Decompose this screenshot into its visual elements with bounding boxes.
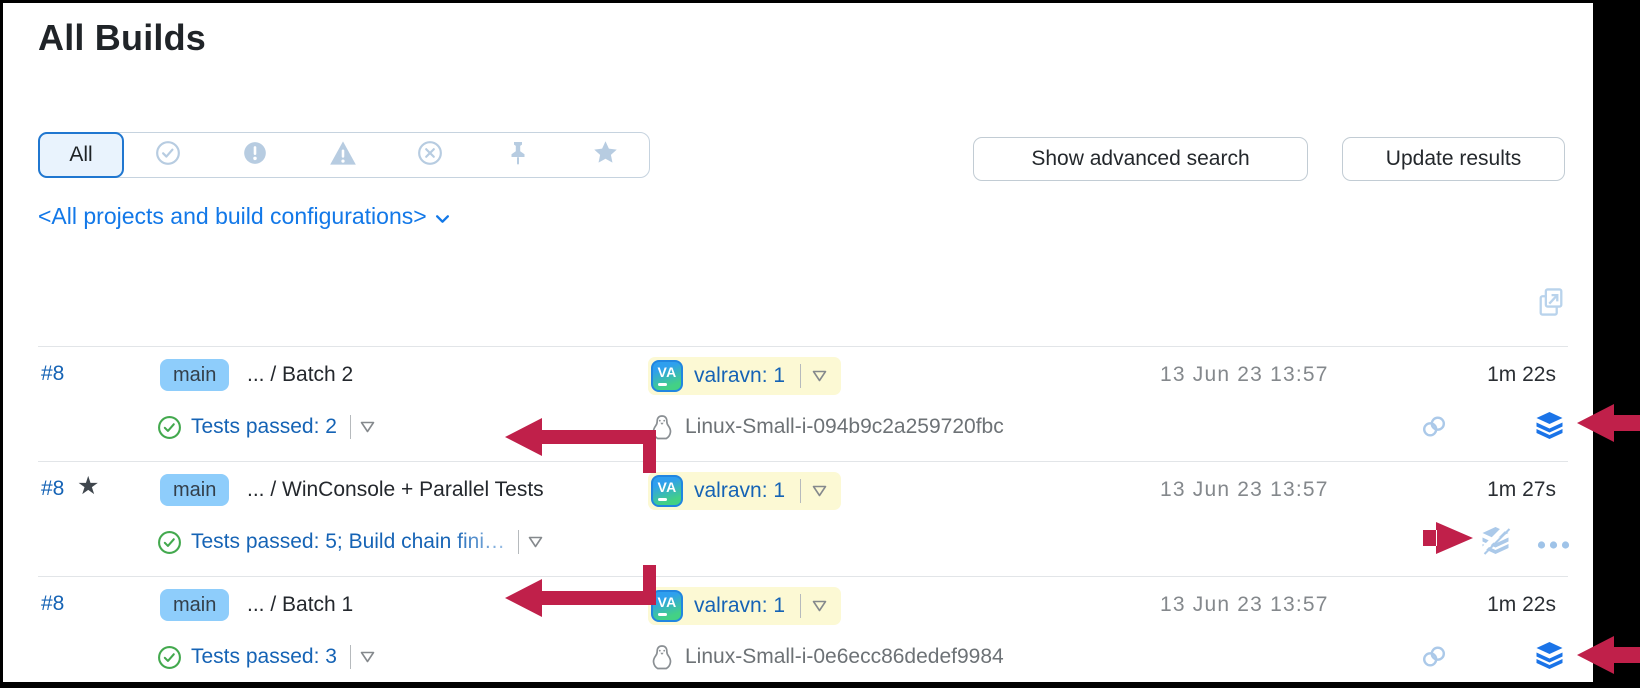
build-config-path[interactable]: ... / WinConsole + Parallel Tests — [247, 478, 544, 501]
build-status-link[interactable]: Tests passed: 2 — [191, 415, 337, 438]
build-duration: 1m 22s — [1487, 363, 1556, 386]
linux-penguin-icon — [651, 414, 673, 441]
agent-pool-initials: VA — [657, 594, 677, 610]
build-row: #8 main ... / Batch 1 Tests passed: 3 VA… — [3, 576, 1593, 682]
canceled-icon — [417, 140, 443, 171]
build-duration: 1m 22s — [1487, 593, 1556, 616]
filter-canceled-tab[interactable] — [387, 133, 475, 177]
row-divider — [38, 461, 1568, 462]
agent-pool-dropdown-icon[interactable] — [812, 600, 827, 612]
build-date: 13 Jun 23 13:57 — [1160, 478, 1329, 501]
success-check-icon — [157, 645, 182, 670]
build-number-link[interactable]: #8 — [41, 477, 65, 500]
branch-badge[interactable]: main — [160, 359, 230, 391]
build-number-link[interactable]: #8 — [41, 362, 65, 385]
agent-pool-badge: VA valravn: 1 — [648, 472, 842, 510]
build-state-filter: All — [38, 132, 650, 178]
page-content: All Builds All — [3, 3, 1593, 682]
agent-row: Linux-Small-i-094b9c2a259720fbc — [651, 412, 1004, 442]
agent-pool-dropdown-icon[interactable] — [812, 485, 827, 497]
agent-pool-avatar: VA — [651, 590, 683, 622]
agent-pool-link[interactable]: valravn: 1 — [694, 479, 786, 502]
agent-pool-dropdown-icon[interactable] — [812, 370, 827, 382]
chain-link-icon[interactable] — [1420, 644, 1448, 674]
separator — [349, 415, 351, 439]
agent-pool-initials: VA — [657, 479, 677, 495]
agent-pool-dash — [658, 613, 667, 616]
separator — [800, 364, 802, 388]
filter-starred-tab[interactable] — [562, 133, 650, 177]
success-check-icon — [157, 415, 182, 440]
page-title: All Builds — [38, 17, 207, 58]
branch-badge[interactable]: main — [160, 589, 230, 621]
build-row: #8 ★ main ... / WinConsole + Parallel Te… — [3, 461, 1593, 576]
build-row: #8 main ... / Batch 2 Tests passed: 2 VA… — [3, 346, 1593, 461]
agent-name[interactable]: Linux-Small-i-094b9c2a259720fbc — [685, 415, 1004, 438]
agent-pool-link[interactable]: valravn: 1 — [694, 364, 786, 387]
collapse-chain-icon[interactable] — [1479, 524, 1511, 560]
agent-pool-dash — [658, 383, 667, 386]
agent-pool-badge: VA valravn: 1 — [648, 587, 842, 625]
build-config-path[interactable]: ... / Batch 1 — [247, 593, 354, 616]
separator — [349, 645, 351, 669]
filter-successful-tab[interactable] — [124, 133, 212, 177]
star-icon — [592, 139, 619, 171]
separator — [800, 594, 802, 618]
success-check-icon — [157, 530, 182, 555]
success-icon — [155, 140, 181, 171]
filter-all-tab[interactable]: All — [38, 132, 124, 178]
build-status-link[interactable]: Tests passed: 3 — [191, 645, 337, 668]
build-status: Tests passed: 3 — [157, 642, 375, 672]
build-date: 13 Jun 23 13:57 — [1160, 593, 1329, 616]
build-chain-icon[interactable] — [1534, 640, 1565, 675]
pin-icon — [506, 140, 530, 171]
build-config-path[interactable]: ... / Batch 2 — [247, 363, 354, 386]
build-chain-icon[interactable] — [1534, 410, 1565, 445]
more-actions-icon[interactable] — [1536, 537, 1571, 555]
chevron-down-icon — [435, 203, 450, 230]
build-duration: 1m 27s — [1487, 478, 1556, 501]
agent-pool-initials: VA — [657, 364, 677, 380]
separator — [518, 530, 519, 554]
row-divider — [38, 346, 1568, 347]
warning-icon — [329, 140, 357, 171]
build-status-link[interactable]: Tests passed: 5; Build chain fini… — [191, 530, 505, 553]
agent-pool-badge: VA valravn: 1 — [648, 357, 842, 395]
separator — [800, 479, 802, 503]
status-dropdown-icon[interactable] — [528, 536, 543, 548]
agent-name[interactable]: Linux-Small-i-0e6ecc86dedef9984 — [685, 645, 1004, 668]
filter-pinned-tab[interactable] — [474, 133, 562, 177]
starred-build-icon[interactable]: ★ — [77, 472, 100, 500]
filter-failed-tab[interactable] — [212, 133, 300, 177]
show-advanced-search-button[interactable]: Show advanced search — [973, 137, 1308, 181]
open-in-separate-window-icon[interactable] — [1538, 286, 1564, 323]
project-selector-label: <All projects and build configurations> — [38, 203, 427, 229]
build-status: Tests passed: 2 — [157, 412, 375, 442]
branch-badge[interactable]: main — [160, 474, 230, 506]
agent-pool-avatar: VA — [651, 475, 683, 507]
build-date: 13 Jun 23 13:57 — [1160, 363, 1329, 386]
error-icon — [242, 140, 268, 171]
linux-penguin-icon — [651, 644, 673, 671]
row-divider — [38, 576, 1568, 577]
status-dropdown-icon[interactable] — [360, 651, 375, 663]
agent-row: Linux-Small-i-0e6ecc86dedef9984 — [651, 642, 1004, 672]
agent-pool-link[interactable]: valravn: 1 — [694, 594, 786, 617]
status-dropdown-icon[interactable] — [360, 421, 375, 433]
build-number-link[interactable]: #8 — [41, 592, 65, 615]
project-selector[interactable]: <All projects and build configurations> — [38, 203, 450, 230]
agent-pool-avatar: VA — [651, 360, 683, 392]
agent-pool-dash — [658, 498, 667, 501]
build-status: Tests passed: 5; Build chain fini… — [157, 527, 543, 557]
update-results-button[interactable]: Update results — [1342, 137, 1565, 181]
chain-link-icon[interactable] — [1420, 414, 1448, 444]
filter-failing-tab[interactable] — [299, 133, 387, 177]
